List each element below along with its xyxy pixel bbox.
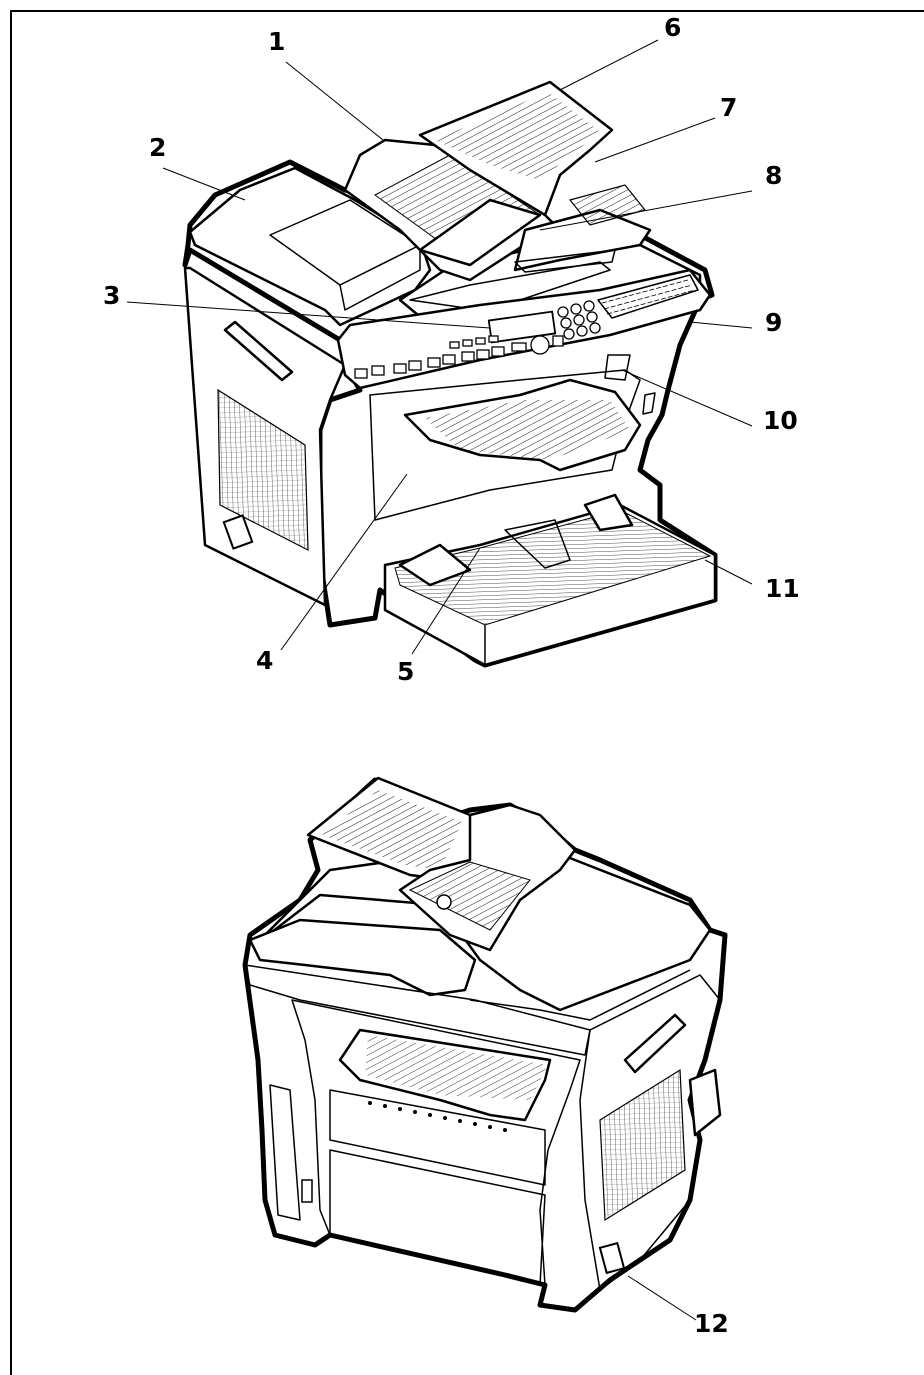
callout-3: 3	[103, 281, 120, 310]
diagram-frame	[10, 10, 924, 1375]
leader-line-6	[559, 39, 659, 91]
callout-9: 9	[765, 308, 782, 337]
rear-extension-ribs	[322, 790, 462, 870]
printer-front-illustration	[182, 80, 718, 668]
leader-line-12	[627, 1275, 697, 1321]
front-lid-edge	[339, 245, 421, 311]
front-alpha-keyboard	[597, 274, 699, 319]
front-side-handle	[223, 320, 294, 382]
leader-line-8	[539, 190, 753, 231]
rear-side-grill	[599, 1068, 686, 1222]
front-manual-feed-guide	[504, 519, 571, 569]
front-scanner-lid	[188, 166, 432, 327]
rear-side-handle	[623, 1013, 687, 1074]
rear-tray-knob	[436, 894, 452, 910]
rear-connector-panel	[269, 1084, 301, 1221]
leader-line-7	[594, 117, 716, 163]
front-output-slot	[514, 249, 616, 273]
rear-panel-holes	[368, 1101, 507, 1132]
front-paper-tray-ribs	[425, 400, 630, 460]
front-lcd-display	[487, 310, 557, 344]
front-side-slot	[642, 392, 656, 415]
front-extension-ribs	[435, 92, 600, 180]
printer-rear-illustration	[242, 776, 728, 1313]
callout-labels: 1 2 3 4 5 6 7 8 9 10 11 12	[103, 13, 800, 1338]
front-panel-keypad	[511, 300, 601, 355]
rear-lid-edge	[469, 969, 691, 1021]
front-adf-cover	[568, 184, 647, 226]
leader-line-9	[689, 321, 753, 329]
leader-line-3	[126, 301, 491, 329]
rear-front-panel	[248, 918, 477, 997]
callout-4: 4	[256, 646, 273, 675]
front-paper-lever	[604, 354, 631, 381]
leader-line-11	[704, 559, 753, 585]
rear-lower-cover	[329, 1149, 546, 1286]
leader-line-4	[280, 473, 408, 651]
front-side-grill	[217, 388, 309, 551]
callout-5: 5	[397, 657, 414, 686]
callout-11: 11	[765, 574, 800, 603]
rear-input-tray-surface	[408, 861, 531, 931]
callout-6: 6	[664, 13, 681, 42]
leader-lines	[126, 39, 753, 1321]
callout-12: 12	[694, 1309, 729, 1338]
callout-7: 7	[720, 93, 737, 122]
leader-line-1	[285, 61, 384, 141]
front-document-guide	[418, 198, 542, 267]
callout-8: 8	[765, 161, 782, 190]
rear-top-rim	[244, 964, 591, 1056]
rear-power-socket	[598, 1241, 626, 1275]
rear-cassette-end	[688, 1068, 722, 1137]
callout-1: 1	[268, 27, 285, 56]
leader-line-2	[162, 167, 246, 201]
rear-access-panel	[329, 1089, 546, 1186]
callout-10: 10	[763, 406, 798, 435]
front-power-switch	[222, 514, 254, 550]
callout-2: 2	[149, 133, 166, 162]
front-paper-guide-right	[583, 493, 634, 532]
leader-line-5	[411, 547, 481, 655]
rear-exit-tray-ribs	[365, 1035, 548, 1100]
rear-right-side-panel	[579, 974, 721, 1291]
rear-port	[301, 1179, 313, 1203]
rear-opening-frame	[291, 999, 581, 1286]
front-function-keys	[354, 335, 505, 379]
front-paper-guide-left	[398, 543, 472, 587]
leader-line-10	[621, 369, 753, 427]
